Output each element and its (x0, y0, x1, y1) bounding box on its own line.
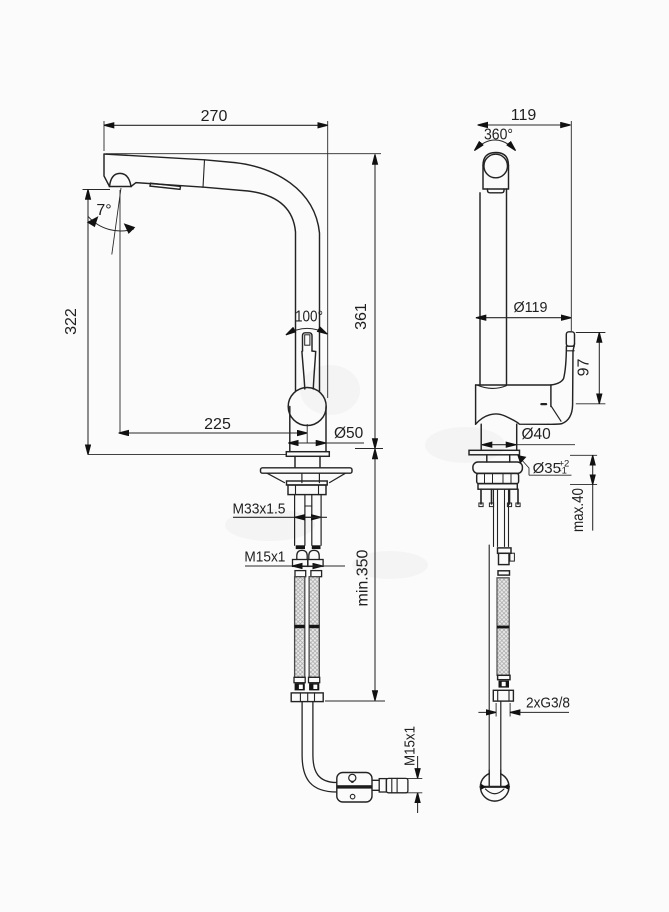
svg-text:-1: -1 (559, 466, 567, 477)
svg-text:361: 361 (353, 303, 370, 330)
svg-text:M33x1.5: M33x1.5 (233, 501, 286, 518)
svg-text:119: 119 (511, 107, 537, 124)
svg-text:100°: 100° (295, 309, 323, 326)
svg-text:Ø119: Ø119 (514, 299, 548, 316)
svg-text:M15x1: M15x1 (244, 550, 285, 566)
svg-text:Ø40: Ø40 (522, 426, 552, 443)
svg-text:+2: +2 (559, 459, 570, 470)
svg-text:7°: 7° (96, 202, 111, 219)
svg-text:322: 322 (63, 308, 80, 335)
svg-text:Ø50: Ø50 (334, 425, 364, 442)
svg-text:M15x1: M15x1 (403, 726, 419, 766)
svg-text:225: 225 (204, 416, 231, 433)
svg-text:Ø35: Ø35 (533, 460, 561, 477)
svg-text:360°: 360° (484, 127, 513, 144)
svg-text:max.40: max.40 (570, 488, 587, 532)
svg-text:270: 270 (201, 108, 228, 125)
svg-text:2xG3/8: 2xG3/8 (526, 695, 570, 712)
svg-text:min.350: min.350 (355, 549, 372, 606)
svg-text:97: 97 (576, 359, 593, 377)
